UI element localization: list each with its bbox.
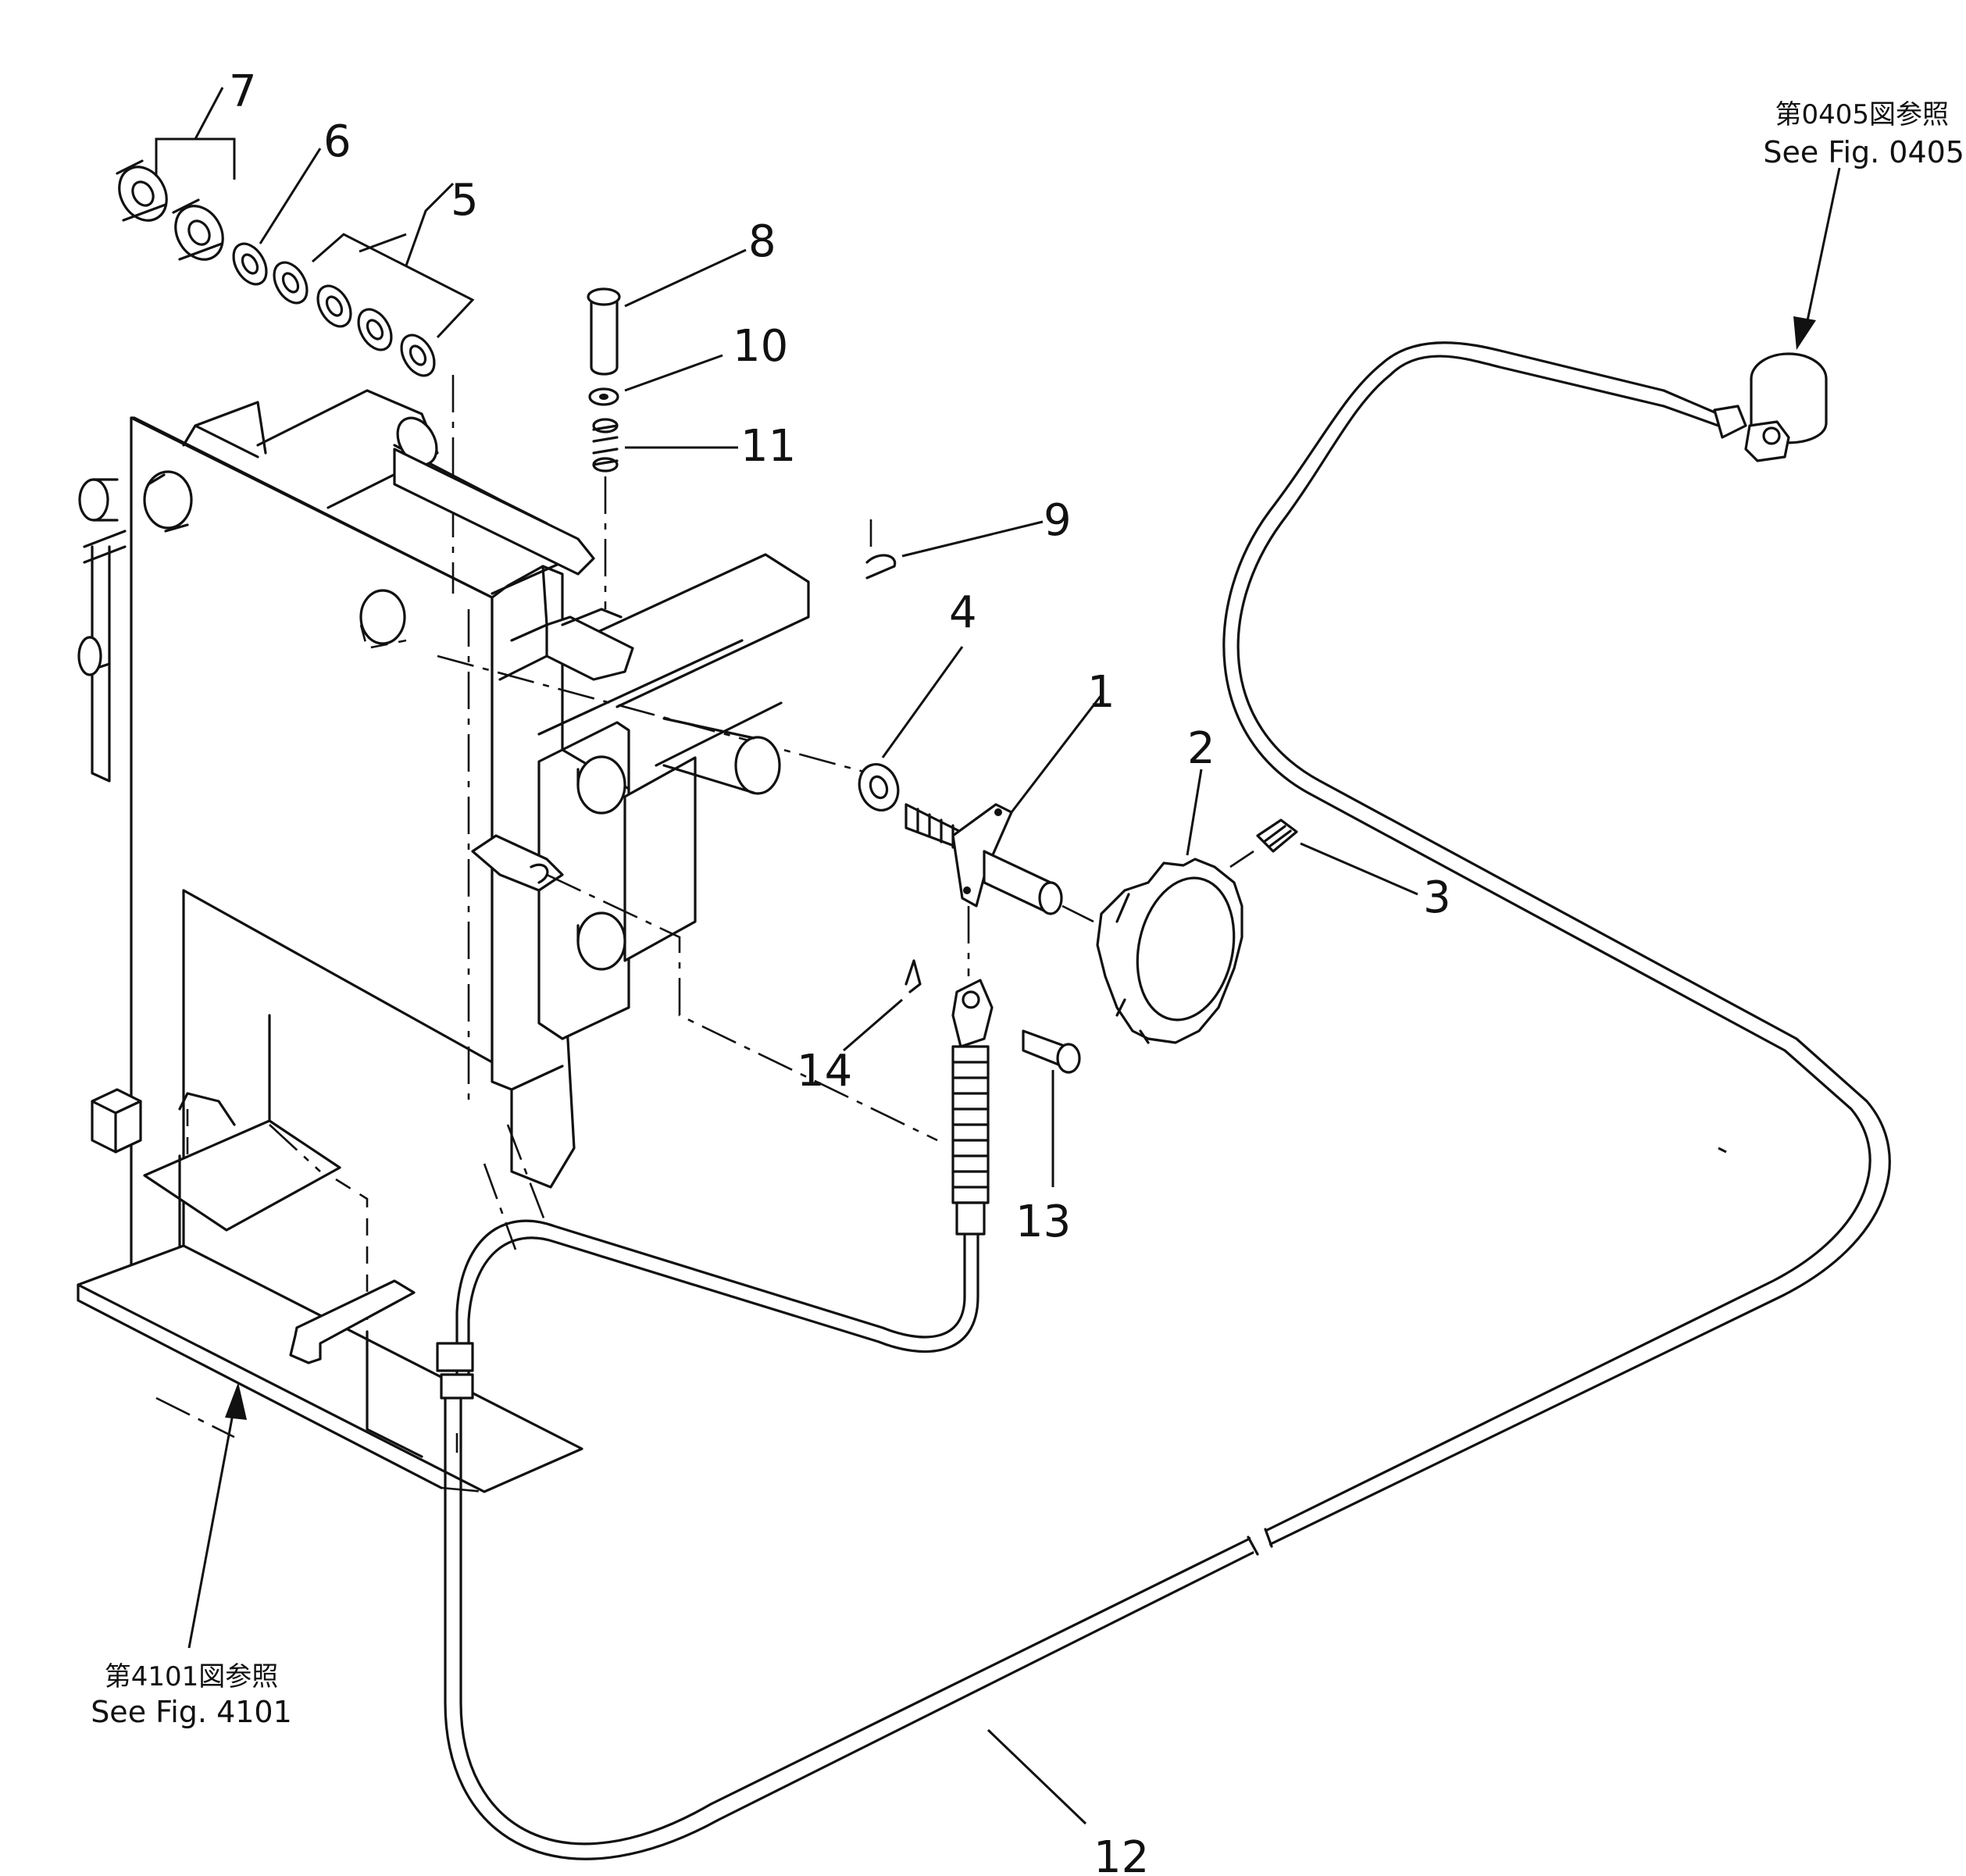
callout-11: 11 <box>740 421 796 472</box>
callout-6: 6 <box>323 116 351 167</box>
callout-3: 3 <box>1423 872 1451 923</box>
reference-note-4101: 第4101図参照 See Fig. 4101 <box>91 1661 292 1729</box>
reference-arrow-0405 <box>1793 167 1841 350</box>
part-10-washer <box>588 354 723 406</box>
reference-note-0405: 第0405図参照 See Fig. 0405 <box>1763 99 1964 169</box>
part-4-washer <box>858 646 964 811</box>
part-8-pin <box>587 248 747 376</box>
part-11-spring <box>592 418 738 609</box>
part-7-leader <box>155 87 236 180</box>
callout-7: 7 <box>229 66 257 117</box>
part-3-setscrew <box>1229 819 1418 896</box>
part-6-washer <box>232 148 322 286</box>
part-13-bolt <box>1022 1029 1081 1187</box>
part-12-cable <box>436 341 1891 1860</box>
callout-14: 14 <box>797 1046 852 1097</box>
reference-4101-ja: 第4101図参照 <box>105 1661 279 1692</box>
callout-12: 12 <box>1094 1832 1149 1876</box>
callout-13: 13 <box>1015 1197 1071 1247</box>
callout-1: 1 <box>1087 667 1115 718</box>
reference-arrow-4101 <box>187 1382 247 1649</box>
callout-5: 5 <box>451 175 479 226</box>
callout-10: 10 <box>733 321 788 372</box>
reference-0405-ja: 第0405図参照 <box>1775 99 1949 130</box>
part-5-washers <box>273 182 475 377</box>
part-14-clip <box>843 959 922 1052</box>
bracket-assembly <box>77 375 938 1493</box>
part-9-cotter-pin <box>865 519 1044 580</box>
callout-9: 9 <box>1044 495 1072 546</box>
callout-2: 2 <box>1187 723 1215 774</box>
part-2-knob <box>1096 769 1243 1044</box>
callout-4: 4 <box>949 587 977 638</box>
reference-0405-en: See Fig. 0405 <box>1763 135 1964 169</box>
reference-4101-en: See Fig. 4101 <box>91 1695 292 1729</box>
callout-8: 8 <box>748 216 776 267</box>
part-7-nuts <box>116 159 224 261</box>
part-1-shaft <box>905 694 1103 923</box>
